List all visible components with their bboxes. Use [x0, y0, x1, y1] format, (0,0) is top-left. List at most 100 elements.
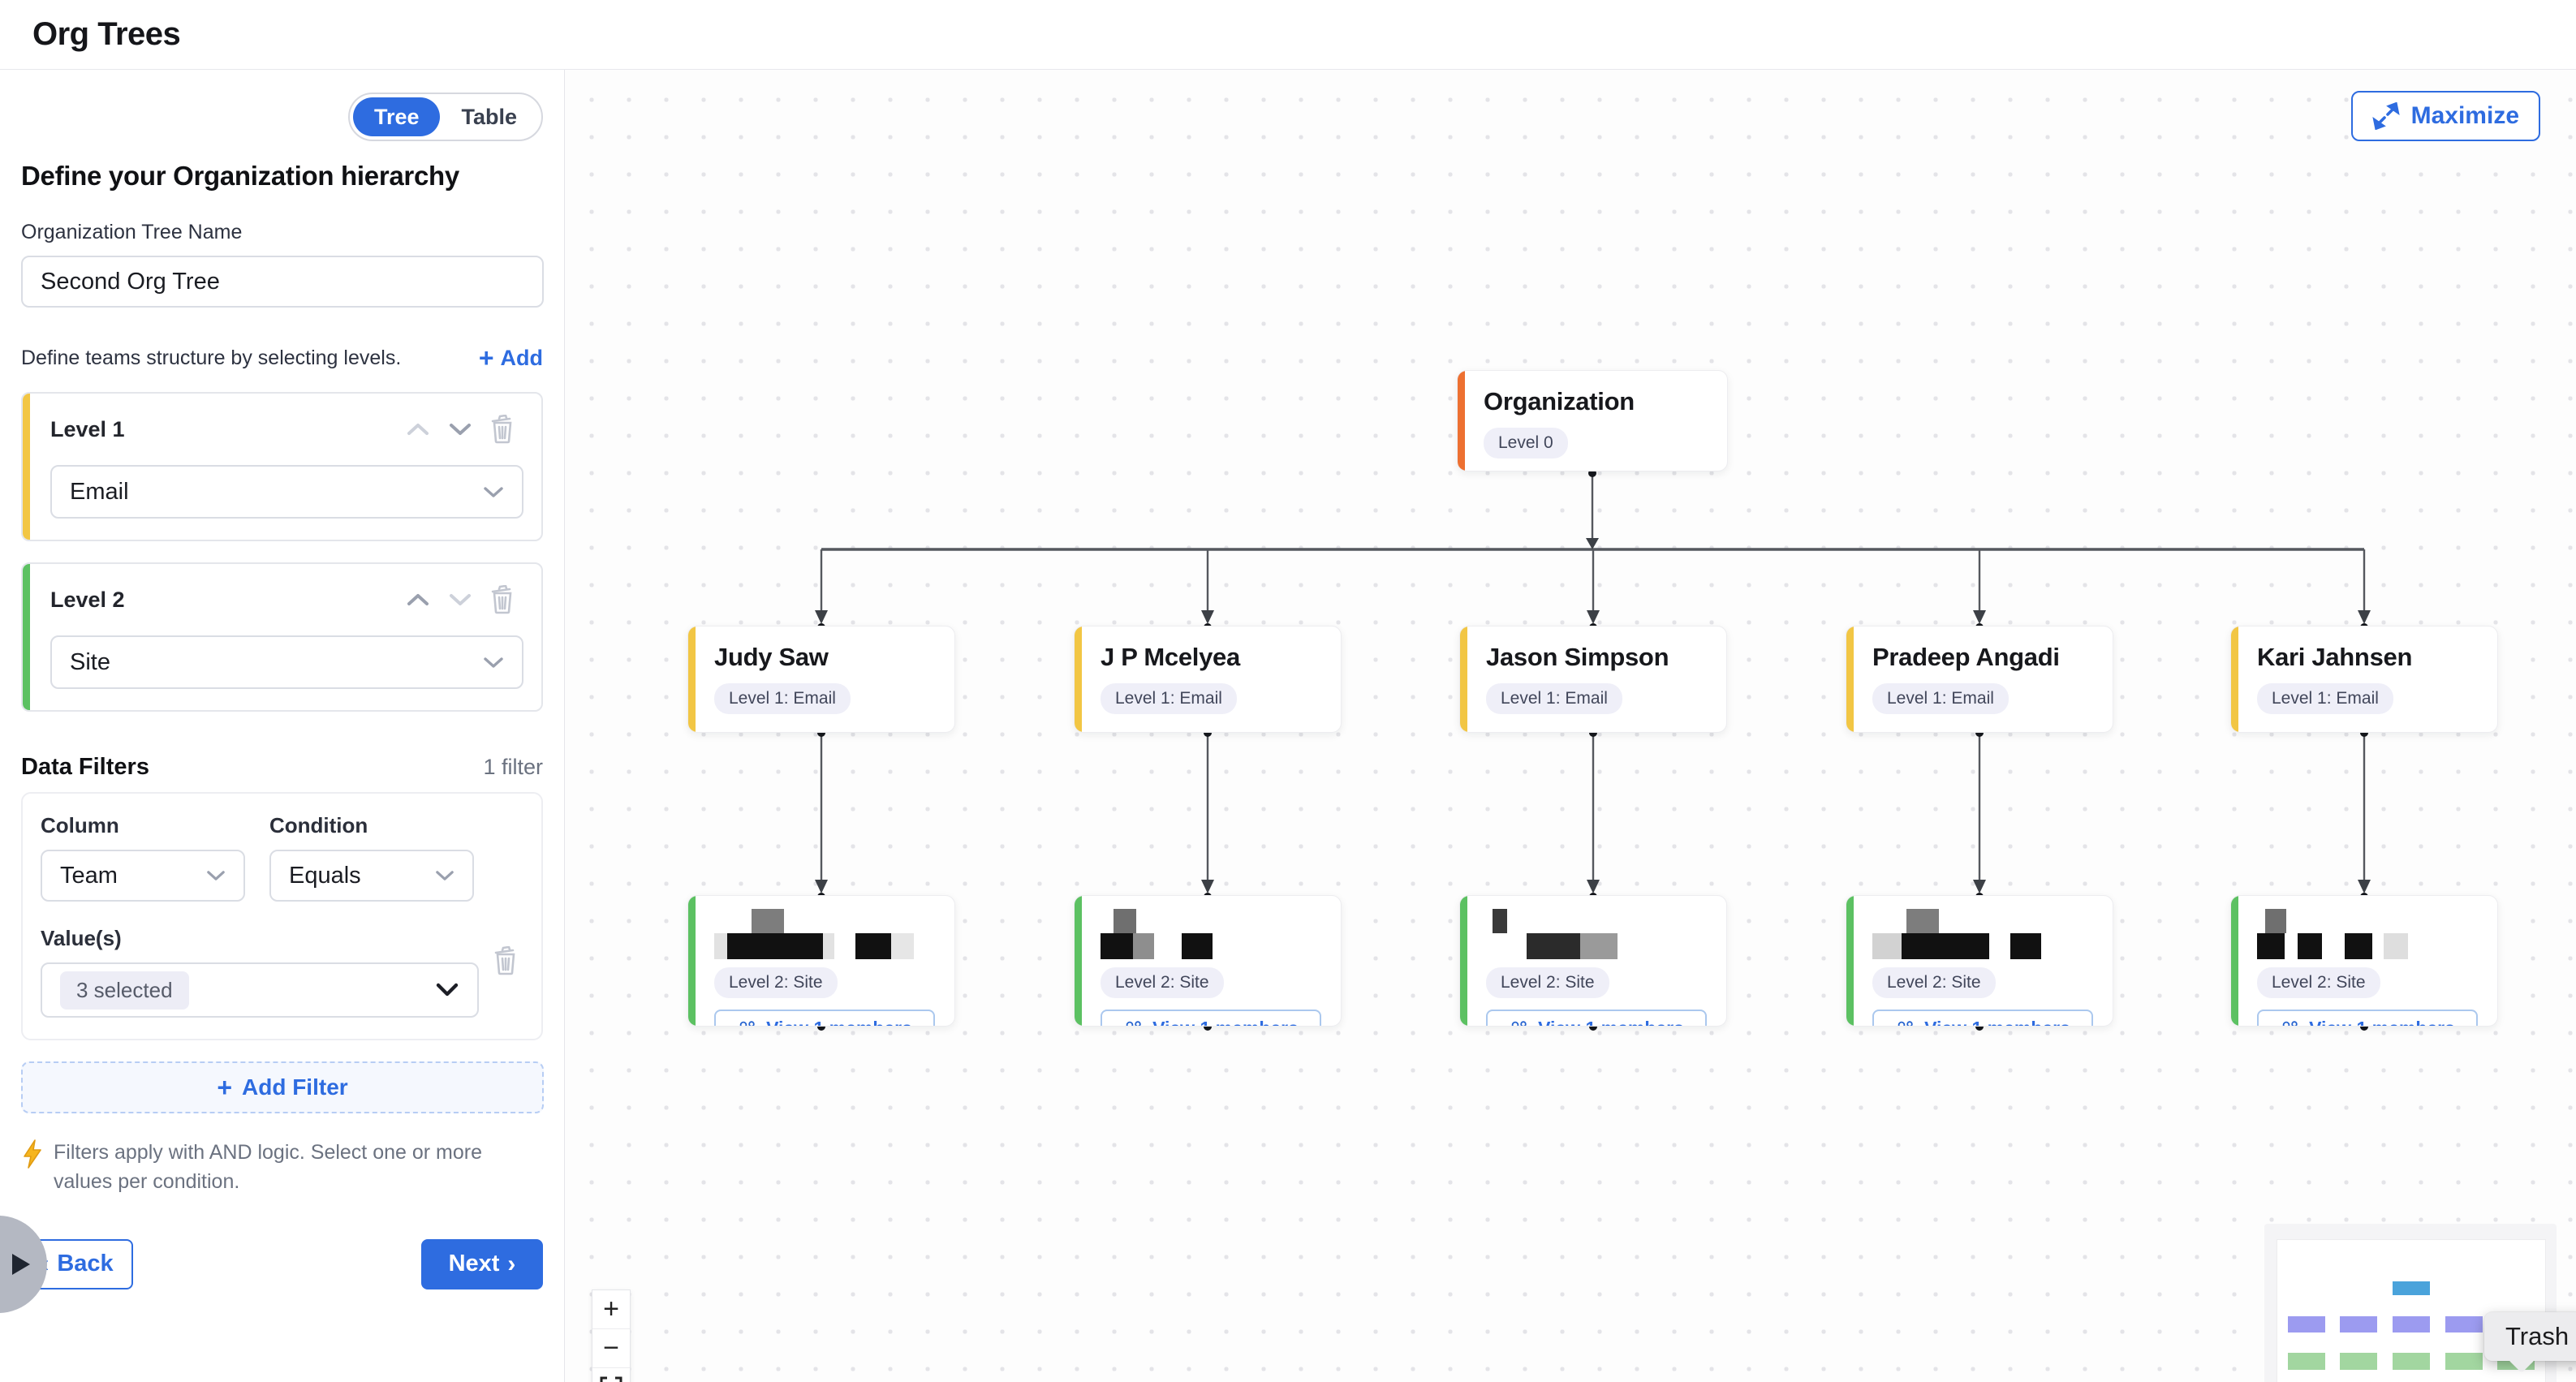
minimap-node-rect — [2393, 1316, 2430, 1332]
values-label: Value(s) — [41, 926, 525, 951]
minimap-node-rect — [2445, 1353, 2483, 1370]
node-accent-bar — [2231, 626, 2238, 732]
view-members-button[interactable]: View 1 members — [2257, 1010, 2478, 1027]
move-down-icon[interactable] — [439, 583, 481, 616]
fit-view-icon — [599, 1376, 623, 1382]
node-title: Kari Jahnsen — [2257, 643, 2478, 672]
toggle-table[interactable]: Table — [440, 97, 538, 136]
org-node-level2[interactable]: Level 2: Site View 1 members — [2230, 895, 2498, 1027]
view-members-label: View 1 members — [766, 1018, 912, 1027]
org-node-root[interactable]: Organization Level 0 — [1457, 370, 1728, 471]
level-badge: Level 2: Site — [714, 967, 838, 998]
members-icon — [1895, 1019, 1916, 1027]
org-node-level1[interactable]: Jason Simpson Level 1: Email — [1459, 626, 1727, 733]
org-node-level2[interactable]: Level 2: Site View 1 members — [687, 895, 955, 1027]
level-2-select[interactable]: Site — [50, 635, 523, 689]
next-label: Next — [449, 1251, 500, 1277]
org-node-level2[interactable]: Level 2: Site View 1 members — [1459, 895, 1727, 1027]
data-filters-title: Data Filters — [21, 754, 149, 781]
view-members-label: View 1 members — [1152, 1018, 1299, 1027]
level-1-accent-bar — [23, 394, 30, 540]
view-members-button[interactable]: View 1 members — [714, 1010, 935, 1027]
chevron-right-icon: › — [507, 1252, 515, 1277]
view-members-button[interactable]: View 1 members — [1101, 1010, 1321, 1027]
node-accent-bar — [688, 626, 696, 732]
zoom-in-button[interactable]: + — [592, 1290, 630, 1329]
move-up-icon[interactable] — [397, 583, 439, 616]
minimap-node-rect — [2288, 1316, 2325, 1332]
level-badge: Level 2: Site — [1486, 967, 1609, 998]
members-icon — [1123, 1019, 1144, 1027]
add-level-button[interactable]: + Add — [479, 345, 543, 371]
levels-caption: Define teams structure by selecting leve… — [21, 347, 401, 370]
level-badge: Level 1: Email — [2257, 683, 2393, 714]
node-title: Judy Saw — [714, 643, 935, 672]
chevron-down-icon — [483, 486, 504, 498]
view-members-button[interactable]: View 1 members — [1872, 1010, 2093, 1027]
add-level-label: Add — [501, 346, 543, 371]
level-badge: Level 0 — [1484, 428, 1568, 459]
level-card-2: Level 2 Site — [21, 562, 543, 712]
values-multiselect[interactable]: 3 selected — [41, 962, 479, 1018]
level-2-label: Level 2 — [50, 588, 397, 613]
view-toggle: Tree Table — [348, 93, 543, 141]
move-down-icon[interactable] — [439, 413, 481, 446]
node-title: Organization — [1484, 387, 1708, 416]
zoom-out-button[interactable]: − — [592, 1329, 630, 1368]
lightning-icon — [21, 1139, 44, 1169]
fit-view-button[interactable] — [592, 1368, 630, 1382]
condition-select-value: Equals — [289, 863, 435, 889]
org-node-level1[interactable]: Pradeep Angadi Level 1: Email — [1846, 626, 2113, 733]
page-header: Org Trees — [0, 0, 2576, 70]
trash-icon[interactable] — [481, 413, 523, 446]
minimap-node-rect — [2393, 1353, 2430, 1370]
org-node-level1[interactable]: J P Mcelyea Level 1: Email — [1074, 626, 1342, 733]
toggle-tree[interactable]: Tree — [353, 97, 441, 136]
members-icon — [1509, 1019, 1530, 1027]
view-members-label: View 1 members — [1538, 1018, 1684, 1027]
maximize-label: Maximize — [2411, 102, 2519, 130]
members-icon — [2280, 1019, 2301, 1027]
node-accent-bar — [1846, 896, 1854, 1026]
org-node-level2[interactable]: Level 2: Site View 1 members — [1074, 895, 1342, 1027]
view-members-label: View 1 members — [1924, 1018, 2070, 1027]
redacted-name — [1486, 909, 1707, 961]
level-badge: Level 2: Site — [2257, 967, 2380, 998]
view-members-label: View 1 members — [2309, 1018, 2455, 1027]
level-1-select-value: Email — [70, 479, 483, 506]
column-select[interactable]: Team — [41, 850, 245, 902]
next-button[interactable]: Next › — [421, 1239, 543, 1289]
page-title: Org Trees — [32, 16, 180, 53]
trash-icon[interactable] — [485, 945, 527, 977]
view-members-button[interactable]: View 1 members — [1486, 1010, 1707, 1027]
redacted-name — [714, 909, 935, 961]
tree-name-input[interactable] — [21, 256, 544, 308]
add-filter-button[interactable]: + Add Filter — [21, 1061, 544, 1113]
selected-count-chip: 3 selected — [60, 971, 189, 1010]
plus-icon: + — [217, 1074, 232, 1100]
level-badge: Level 1: Email — [1486, 683, 1622, 714]
level-1-select[interactable]: Email — [50, 465, 523, 519]
sidebar-collapse-handle[interactable] — [0, 1216, 47, 1313]
members-icon — [737, 1019, 758, 1027]
node-accent-bar — [1460, 626, 1467, 732]
expand-icon — [2372, 102, 2400, 130]
filter-card: Column Team Condition Equals — [21, 792, 543, 1040]
org-node-level1[interactable]: Kari Jahnsen Level 1: Email — [2230, 626, 2498, 733]
column-select-value: Team — [60, 863, 206, 889]
maximize-button[interactable]: Maximize — [2351, 91, 2540, 141]
redacted-name — [1872, 909, 2093, 961]
org-node-level1[interactable]: Judy Saw Level 1: Email — [687, 626, 955, 733]
column-label: Column — [41, 813, 245, 838]
level-1-label: Level 1 — [50, 417, 397, 442]
filters-hint-text: Filters apply with AND logic. Select one… — [54, 1138, 500, 1197]
trash-icon[interactable] — [481, 583, 523, 616]
node-title: Jason Simpson — [1486, 643, 1707, 672]
move-up-icon[interactable] — [397, 413, 439, 446]
node-accent-bar — [1846, 626, 1854, 732]
org-node-level2[interactable]: Level 2: Site View 1 members — [1846, 895, 2113, 1027]
chevron-down-icon — [483, 657, 504, 669]
condition-select[interactable]: Equals — [269, 850, 474, 902]
org-tree-canvas[interactable]: Maximize — [565, 70, 2576, 1382]
